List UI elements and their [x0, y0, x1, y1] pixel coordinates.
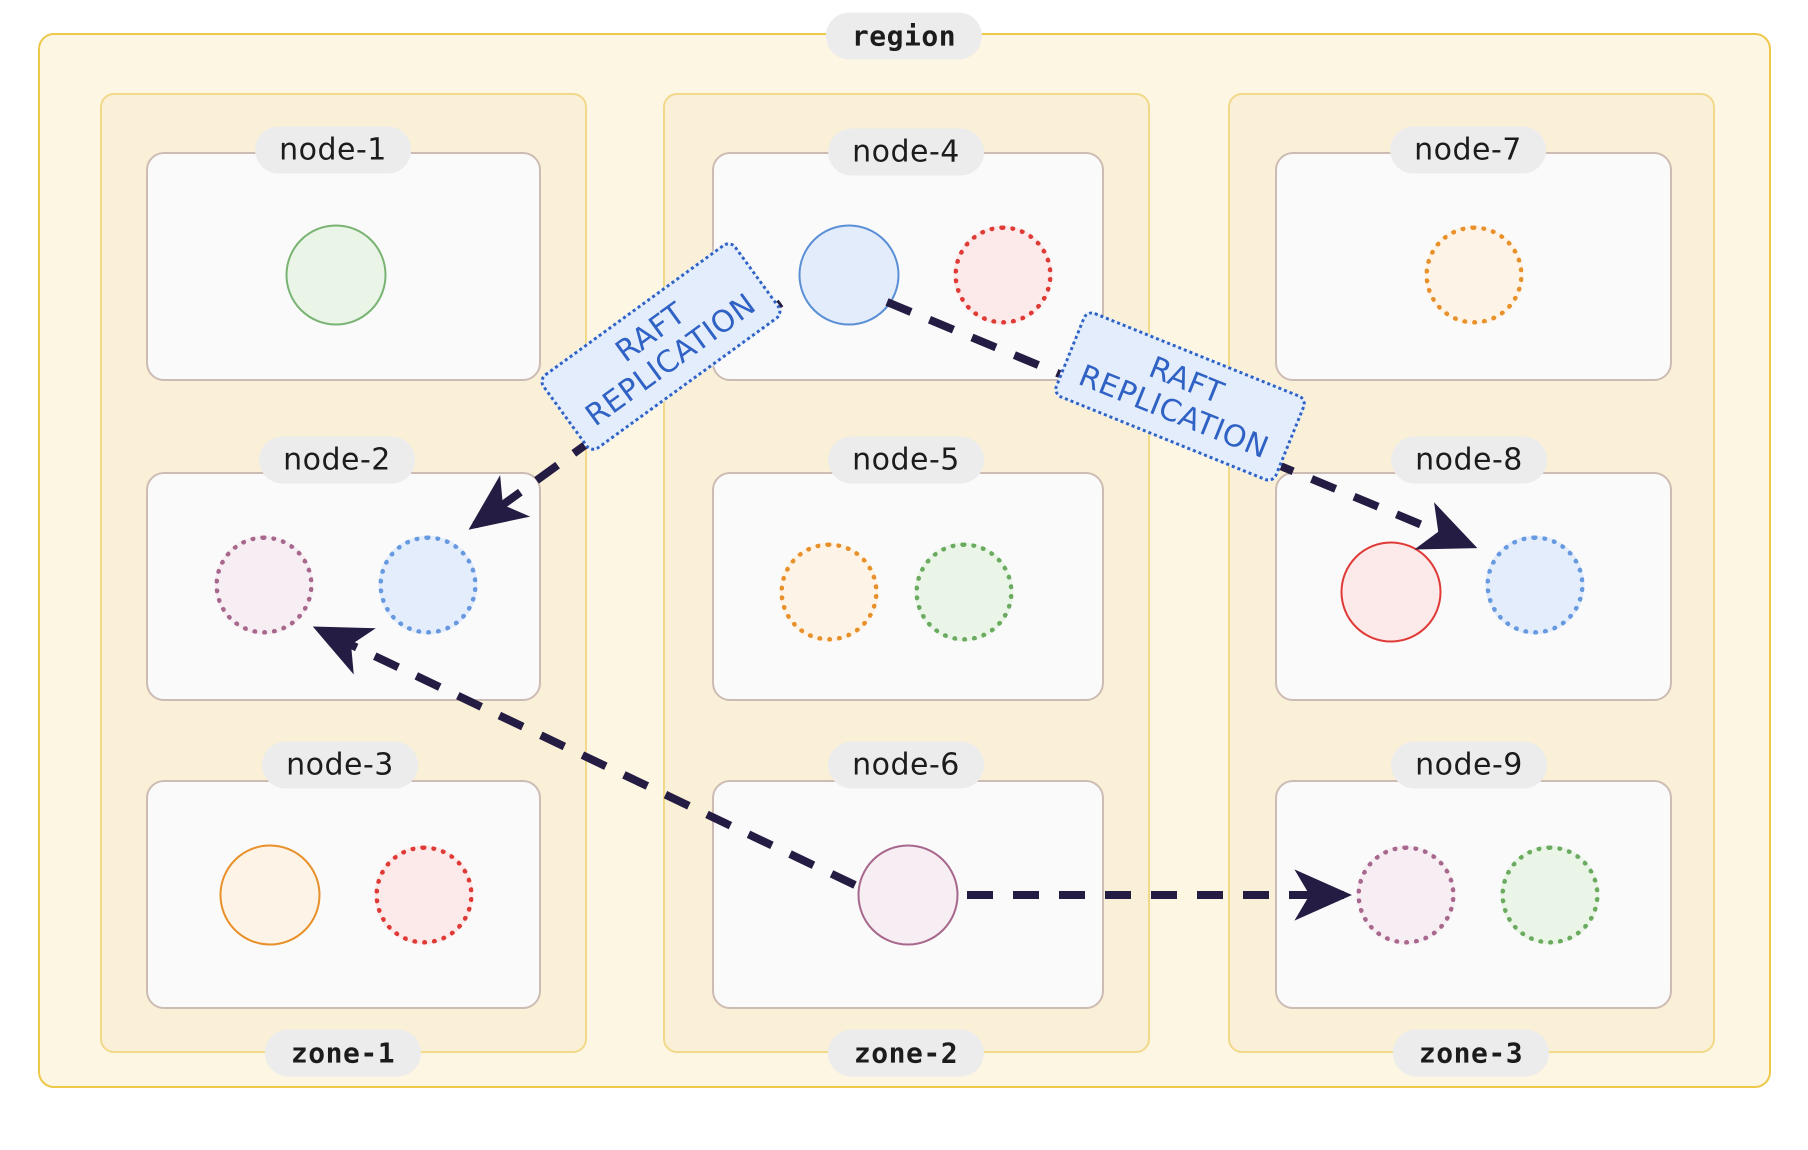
- node-box-node-3: [146, 780, 541, 1009]
- shard-node-1-0: [285, 224, 387, 326]
- shard-node-8-0: [1340, 541, 1442, 643]
- shard-node-6-0: [857, 844, 959, 946]
- node-label-node-6: node-6: [828, 741, 984, 789]
- shard-node-5-1: [914, 542, 1014, 642]
- shard-node-7-0: [1424, 225, 1524, 325]
- shard-node-2-1: [378, 535, 478, 635]
- shard-node-9-1: [1500, 845, 1600, 945]
- shard-node-4-1: [953, 225, 1053, 325]
- region-label: region: [825, 12, 983, 60]
- shard-node-3-0: [219, 844, 321, 946]
- node-label-node-9: node-9: [1391, 741, 1547, 789]
- node-label-node-4: node-4: [828, 128, 984, 176]
- node-label-node-7: node-7: [1390, 126, 1546, 174]
- shard-node-5-0: [779, 542, 879, 642]
- node-box-node-5: [712, 472, 1104, 701]
- shard-node-9-0: [1356, 845, 1456, 945]
- node-box-node-2: [146, 472, 541, 701]
- shard-node-2-0: [214, 535, 314, 635]
- node-label-node-8: node-8: [1391, 436, 1547, 484]
- node-box-node-9: [1275, 780, 1672, 1009]
- shard-node-3-1: [374, 845, 474, 945]
- node-label-node-2: node-2: [259, 436, 415, 484]
- node-box-node-8: [1275, 472, 1672, 701]
- node-label-node-3: node-3: [262, 741, 418, 789]
- shard-node-8-1: [1485, 535, 1585, 635]
- node-label-node-5: node-5: [828, 436, 984, 484]
- zone-label-zone-1: zone-1: [264, 1029, 422, 1077]
- shard-node-4-0: [798, 224, 900, 326]
- zone-label-zone-2: zone-2: [827, 1029, 985, 1077]
- node-label-node-1: node-1: [255, 126, 411, 174]
- zone-label-zone-3: zone-3: [1392, 1029, 1550, 1077]
